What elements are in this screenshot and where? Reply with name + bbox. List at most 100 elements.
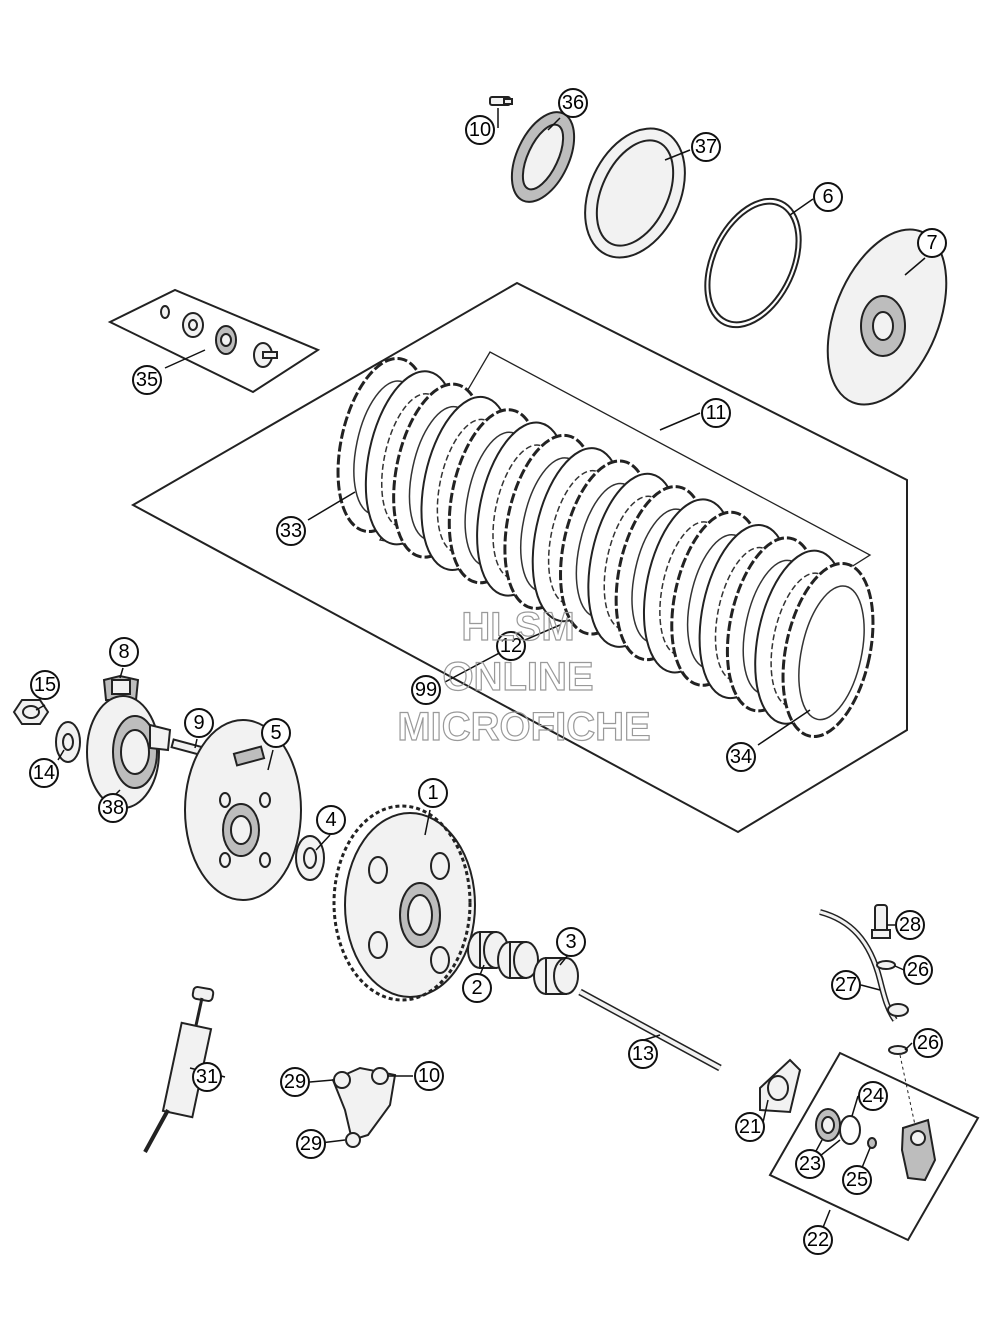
callout-31: 31	[192, 1062, 222, 1092]
callout-6: 6	[813, 182, 843, 212]
watermark-line-1: HLSM	[461, 605, 574, 649]
callout-34: 34	[726, 742, 756, 772]
callout-33: 33	[276, 516, 306, 546]
gasket-21	[759, 1058, 802, 1114]
washer-4	[295, 835, 325, 881]
bleed-nipple-25	[867, 1137, 877, 1149]
damper-8	[102, 674, 140, 701]
callout-2: 2	[462, 973, 492, 1003]
svg-text:11: 11	[706, 402, 727, 424]
callout-38: 38	[98, 793, 128, 823]
watermark-line-3: MICROFICHE	[397, 705, 650, 749]
svg-text:3: 3	[565, 931, 576, 953]
svg-text:29: 29	[284, 1071, 306, 1093]
slave-cylinder-body	[900, 1118, 937, 1182]
callout-4: 4	[316, 805, 346, 835]
callout-29-lower: 29	[296, 1129, 326, 1159]
callout-28: 28	[895, 910, 925, 940]
callout-24: 24	[858, 1081, 888, 1111]
callout-35: 35	[132, 365, 162, 395]
svg-text:12: 12	[500, 635, 522, 657]
svg-text:6: 6	[822, 186, 833, 208]
callout-29-upper: 29	[280, 1067, 310, 1097]
banjo-bolt-28	[871, 904, 891, 939]
svg-text:14: 14	[33, 762, 55, 784]
svg-text:99: 99	[415, 679, 437, 701]
o-ring-24	[839, 1115, 861, 1145]
callout-23: 23	[795, 1149, 825, 1179]
watermark-line-2: ONLINE	[442, 655, 593, 699]
svg-text:25: 25	[846, 1169, 868, 1191]
grease-syringe-31	[143, 985, 215, 1153]
inner-clutch-hub-5	[184, 719, 302, 901]
svg-text:13: 13	[632, 1043, 654, 1065]
friction-plate	[781, 561, 875, 739]
svg-text:37: 37	[695, 136, 717, 158]
small-parts-kit-frame	[107, 288, 321, 394]
callout-14: 14	[29, 758, 59, 788]
washer-26-upper	[876, 960, 896, 970]
hose-axis-line	[899, 1054, 916, 1126]
svg-text:38: 38	[102, 797, 124, 819]
callout-10-lever: 10	[414, 1061, 444, 1091]
callout-99: 99	[411, 675, 441, 705]
svg-text:10: 10	[418, 1065, 440, 1087]
svg-text:28: 28	[899, 914, 921, 936]
slave-piston-23	[815, 1108, 841, 1142]
callout-5: 5	[261, 718, 291, 748]
svg-text:5: 5	[270, 722, 281, 744]
pressure-disc-37	[584, 127, 686, 259]
bolt-top	[489, 96, 513, 106]
svg-text:33: 33	[280, 520, 302, 542]
plate-inner-edge	[798, 585, 865, 721]
callout-3: 3	[556, 927, 586, 957]
washer-26-lower	[888, 1045, 908, 1055]
svg-text:35: 35	[136, 369, 158, 391]
needle-bushings-2	[467, 931, 539, 979]
spacer-3	[533, 957, 579, 995]
svg-text:2: 2	[471, 977, 482, 999]
pressure-plate-7	[826, 228, 948, 406]
callout-9: 9	[184, 708, 214, 738]
callout-21: 21	[735, 1112, 765, 1142]
inner-hub-38	[86, 695, 172, 809]
callout-10-top: 10	[465, 115, 495, 145]
svg-text:15: 15	[34, 674, 56, 696]
svg-text:36: 36	[562, 92, 584, 114]
svg-text:29: 29	[300, 1133, 322, 1155]
callout-37: 37	[691, 132, 721, 162]
callout-26-lower: 26	[913, 1028, 943, 1058]
callout-11: 11	[701, 398, 731, 428]
callout-22: 22	[803, 1225, 833, 1255]
callout-27: 27	[831, 970, 861, 1000]
callout-25: 25	[842, 1165, 872, 1195]
callout-12: 12	[496, 631, 526, 661]
needle-bearing-36	[510, 111, 576, 203]
svg-text:27: 27	[835, 974, 857, 996]
svg-text:7: 7	[926, 232, 937, 254]
svg-text:26: 26	[917, 1032, 939, 1054]
slave-cylinder-kit-frame	[768, 1051, 980, 1242]
svg-text:21: 21	[739, 1116, 761, 1138]
svg-text:9: 9	[193, 712, 204, 734]
svg-text:22: 22	[807, 1229, 829, 1251]
callout-36: 36	[558, 88, 588, 118]
svg-text:26: 26	[907, 959, 929, 981]
svg-text:10: 10	[469, 119, 491, 141]
svg-text:23: 23	[799, 1153, 821, 1175]
svg-text:31: 31	[196, 1066, 218, 1088]
plate-pack-frame	[130, 281, 908, 834]
nut-15	[12, 699, 50, 725]
push-rod-13	[578, 988, 722, 1072]
kit-35-parts	[160, 305, 278, 368]
o-ring-6	[704, 197, 802, 329]
outer-clutch-basket-1	[332, 804, 476, 1002]
callout-8: 8	[109, 637, 139, 667]
actuator-lever	[331, 1066, 397, 1148]
clutch-plates-stack	[336, 356, 875, 739]
watermark: HLSM ONLINE MICROFICHE	[397, 604, 652, 749]
svg-text:24: 24	[862, 1085, 884, 1107]
callout-26-upper: 26	[903, 955, 933, 985]
svg-text:4: 4	[325, 809, 336, 831]
